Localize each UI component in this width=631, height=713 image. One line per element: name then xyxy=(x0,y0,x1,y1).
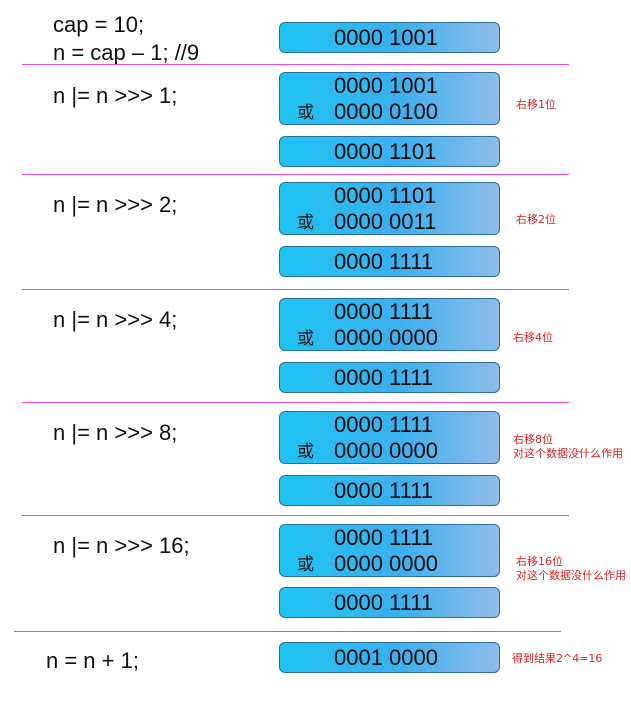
step-2-operand-b: 0000 0011 xyxy=(334,209,437,234)
step-4-result-box: 0000 1111 xyxy=(279,475,500,506)
separator-4 xyxy=(22,402,569,403)
step-3-note: 右移4位 xyxy=(513,331,553,344)
step-5-note: 右移16位 对这个数据没什么作用 xyxy=(516,555,629,583)
final-note: 得到结果2^4=16 xyxy=(512,652,603,665)
step-3-or-label: 或 xyxy=(297,329,314,349)
step-2-note: 右移2位 xyxy=(516,213,556,226)
step-3-result-box: 0000 1111 xyxy=(279,362,500,393)
step-1-code: n |= n >>> 1; xyxy=(53,83,178,108)
separator-1 xyxy=(22,64,569,65)
final-result-box: 0001 0000 xyxy=(279,642,500,673)
step-5-result-box: 0000 1111 xyxy=(279,587,500,618)
step-1-operand-a: 0000 1001 xyxy=(334,73,438,98)
step-1-operand-b: 0000 0100 xyxy=(334,99,438,124)
step-5-operand-a: 0000 1111 xyxy=(334,525,434,550)
step-2-result-value: 0000 1111 xyxy=(334,249,434,274)
step-2-result-box: 0000 1111 xyxy=(279,246,500,277)
final-result-value: 0001 0000 xyxy=(334,645,438,670)
init-result-value: 0000 1001 xyxy=(334,25,438,50)
init-line-2: n = cap – 1; //9 xyxy=(53,40,200,65)
separator-6 xyxy=(14,631,561,632)
init-line-1: cap = 10; xyxy=(53,12,145,37)
step-4-operand-a: 0000 1111 xyxy=(334,412,434,437)
step-4-code: n |= n >>> 8; xyxy=(53,420,178,445)
step-2-code: n |= n >>> 2; xyxy=(53,192,178,217)
step-1-result-value: 0000 1101 xyxy=(334,139,437,164)
step-4-note-line-1: 右移8位 xyxy=(513,433,553,446)
step-5-note-line-1: 右移16位 xyxy=(516,555,563,568)
step-5-result-value: 0000 1111 xyxy=(334,590,434,615)
separator-5 xyxy=(22,515,569,516)
step-5-note-line-2: 对这个数据没什么作用 xyxy=(516,569,626,582)
separator-2 xyxy=(22,174,569,175)
init-result-box: 0000 1001 xyxy=(279,22,500,53)
step-1-note: 右移1位 xyxy=(516,98,556,111)
step-4-or-box: 0000 1111 或 0000 0000 xyxy=(279,411,500,464)
step-3-or-box: 0000 1111 或 0000 0000 xyxy=(279,298,500,351)
step-3-result-value: 0000 1111 xyxy=(334,365,434,390)
step-1-or-box: 0000 1001 或 0000 0100 xyxy=(279,72,500,125)
step-3-operand-b: 0000 0000 xyxy=(334,325,438,350)
step-4-note: 右移8位 对这个数据没什么作用 xyxy=(513,433,629,461)
step-5-or-box: 0000 1111 或 0000 0000 xyxy=(279,524,500,577)
step-4-or-label: 或 xyxy=(297,442,314,462)
step-3-code: n |= n >>> 4; xyxy=(53,307,178,332)
step-5-operand-b: 0000 0000 xyxy=(334,551,438,576)
step-1-result-box: 0000 1101 xyxy=(279,136,500,167)
separator-3 xyxy=(22,289,569,290)
step-5-code: n |= n >>> 16; xyxy=(53,533,190,558)
step-1-or-label: 或 xyxy=(297,103,314,123)
step-4-note-line-2: 对这个数据没什么作用 xyxy=(513,447,623,460)
final-code: n = n + 1; xyxy=(46,648,139,673)
step-3-operand-a: 0000 1111 xyxy=(334,299,434,324)
step-2-or-box: 0000 1101 或 0000 0011 xyxy=(279,182,500,235)
step-2-or-label: 或 xyxy=(297,213,314,233)
step-4-operand-b: 0000 0000 xyxy=(334,438,438,463)
step-4-result-value: 0000 1111 xyxy=(334,478,434,503)
step-5-or-label: 或 xyxy=(297,555,314,575)
step-2-operand-a: 0000 1101 xyxy=(334,183,437,208)
